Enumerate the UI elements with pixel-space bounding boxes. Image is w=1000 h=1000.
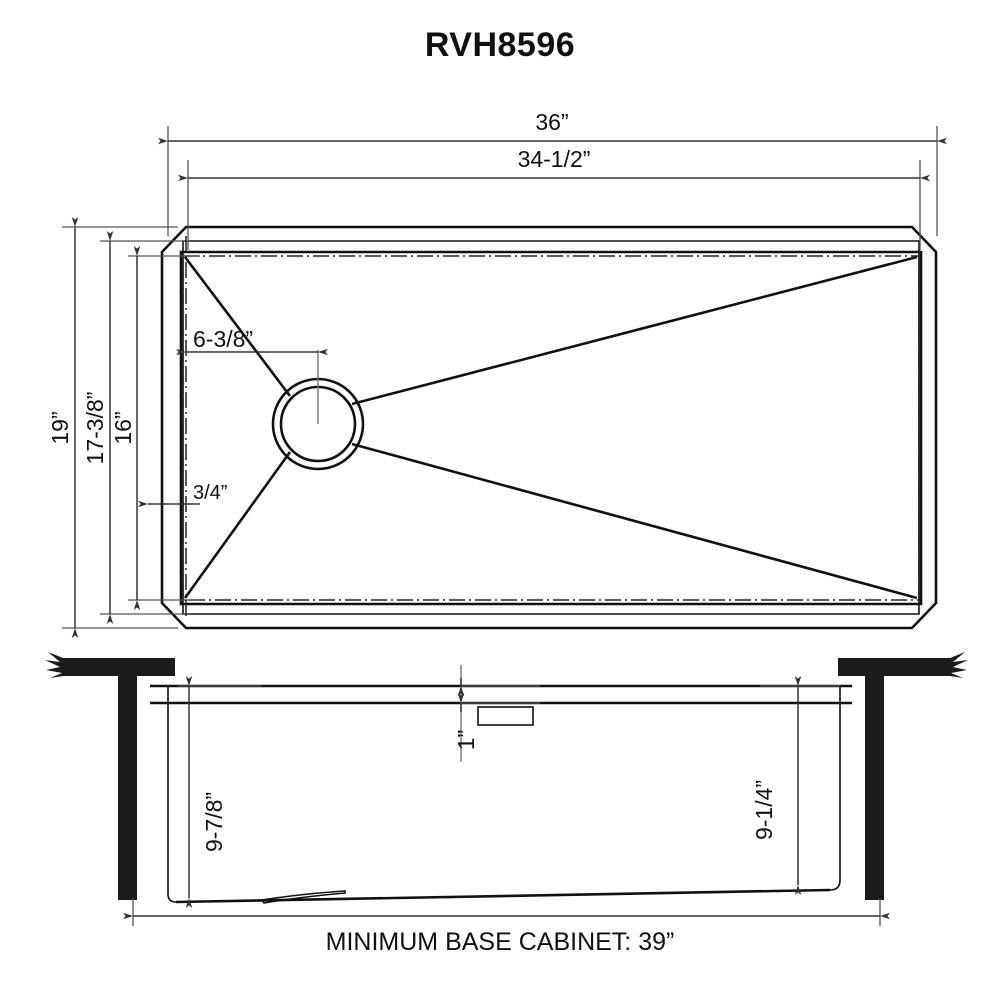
- page-title: RVH8596: [424, 26, 576, 64]
- label-width-34-5: 34-1/2”: [518, 146, 591, 172]
- dimension-34-1-2in: 34-1/2”: [178, 146, 930, 250]
- label-bowl-left: 9-7/8”: [201, 792, 227, 852]
- dimension-36in: 36”: [158, 109, 947, 236]
- top-view-group: 36” 34-1/2” 19” 17-3/8”: [47, 109, 947, 638]
- dimension-39in-base-cabinet: [123, 898, 890, 926]
- base-cabinet-caption: MINIMUM BASE CABINET: 39”: [325, 928, 675, 956]
- break-mark-left: [45, 652, 63, 678]
- dimension-9-7-8in: 9-7/8”: [178, 676, 262, 908]
- dimension-9-1-4in: 9-1/4”: [751, 676, 840, 895]
- rim-detail-box: [477, 706, 534, 726]
- cabinet-wall-left: [45, 652, 175, 900]
- dimension-17-3-8in: 17-3/8”: [82, 231, 190, 624]
- dimension-3-4in: 3/4”: [138, 482, 227, 508]
- sink-left-wall: [167, 686, 177, 903]
- dimension-6-3-8in: 6-3/8”: [176, 236, 328, 620]
- front-view-group: 1” 9-7/8” 9-1/4”: [45, 652, 968, 926]
- label-rim-drop: 1”: [453, 730, 479, 750]
- cabinet-wall-right: [838, 652, 968, 900]
- sink-inner-rim: [182, 240, 920, 615]
- basin-slope-lines: [183, 255, 918, 600]
- dimension-1in: 1”: [453, 665, 540, 762]
- sink-rim-inner-edge: [179, 250, 923, 606]
- dimension-19in: 19”: [47, 217, 178, 638]
- basin-boundary: [182, 255, 920, 601]
- label-rim-thickness: 3/4”: [193, 482, 227, 504]
- label-depth-17-375: 17-3/8”: [82, 392, 108, 465]
- label-width-36: 36”: [535, 109, 568, 135]
- label-depth-16: 16”: [110, 411, 136, 444]
- sink-right-wall: [829, 686, 841, 891]
- drain-boss-bump: [260, 890, 346, 904]
- break-mark-right: [950, 652, 968, 678]
- dimension-16in: 16”: [110, 246, 200, 610]
- label-bowl-right: 9-1/4”: [751, 780, 777, 840]
- label-drain-offset: 6-3/8”: [193, 326, 253, 352]
- sink-bottom-slope: [175, 888, 831, 904]
- label-depth-19: 19”: [47, 411, 73, 444]
- sink-section-body: [150, 684, 852, 904]
- sink-outer-rim: [160, 225, 938, 630]
